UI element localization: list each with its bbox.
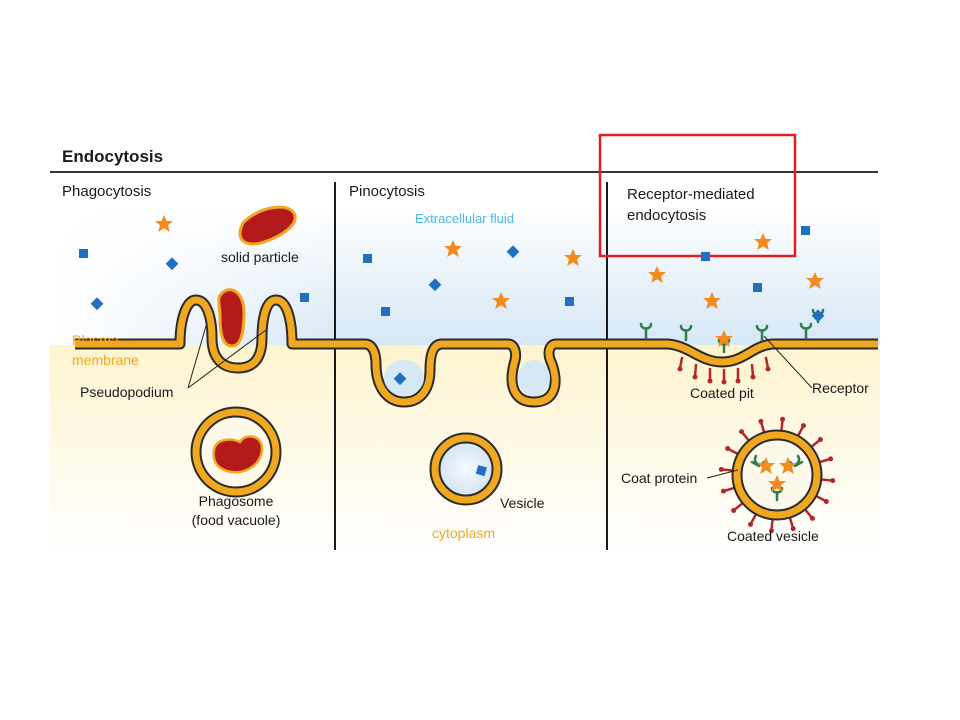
label-receptor: Receptor [812,380,869,396]
label-coat-protein: Coat protein [621,470,697,486]
coat-protein-spike [797,425,805,436]
heading-receptor-mediated-line1: Receptor-mediated [627,186,755,203]
label-plasma-membrane-1: Plasma [72,332,119,348]
solid-particle [238,205,297,246]
coat-protein-spike [733,502,743,512]
coat-protein-head [718,466,724,472]
heading-receptor-mediated-line2: endocytosis [627,207,706,224]
pseudopodium-pointer-2 [187,329,267,389]
coat-protein-pointer [706,469,739,479]
coat-protein-spike [804,509,814,519]
label-vesicle: Vesicle [500,495,545,511]
coat-protein-head [823,498,829,504]
engulfed-particle [217,288,246,348]
coat-protein-spike [759,421,765,433]
coat-protein-head [725,446,731,452]
coat-protein-head [817,437,823,443]
diagram-title: Endocytosis [62,147,163,166]
receptor-mediated-panel: Coated pit Receptor Coat protein Coated … [621,308,869,544]
coat-protein-spike [740,431,750,441]
coat-protein-spike [723,487,735,493]
coat-protein-head [780,416,786,422]
receptor-pointer [763,335,813,389]
coat-protein-head [828,456,834,462]
vesicle-solute-square [475,465,487,477]
label-phagosome-1: Phagosome [199,493,274,509]
coat-protein-head [758,418,764,424]
coat-protein-spike [811,438,821,448]
pit-coat-proteins [678,356,770,383]
membrane-receptors [639,308,825,354]
pinocytosis-panel: Extracellular fluid Vesicle cytoplasm [393,211,545,541]
coat-protein-head [739,429,745,435]
coat-protein-spike [816,495,827,503]
pocket-solute-square [393,372,407,386]
heading-pinocytosis: Pinocytosis [349,183,425,200]
phagosome-particle [212,435,264,474]
pseudopodium-pointer-1 [187,325,207,389]
coat-protein-head [809,515,815,521]
label-plasma-membrane-2: membrane [72,352,139,368]
coat-protein-head [790,526,796,532]
label-solid-particle: solid particle [221,249,299,265]
coat-protein-spike [780,419,784,431]
coat-protein-head [748,521,754,527]
coat-protein-spike [727,447,738,455]
label-coated-pit: Coated pit [690,385,754,401]
coat-protein-spike [749,514,757,525]
coat-protein-head [720,488,726,494]
label-pseudopodium: Pseudopodium [80,384,173,400]
label-cytoplasm: cytoplasm [432,525,495,541]
label-coated-vesicle: Coated vesicle [727,528,819,544]
label-extracellular-fluid: Extracellular fluid [415,211,514,226]
phagocytosis-panel: solid particle Plasma membrane Pseudopod… [72,205,299,528]
label-phagosome-2: (food vacuole) [192,512,281,528]
coat-protein-head [830,478,836,484]
coat-protein-spike [819,457,831,463]
coat-protein-head [800,423,806,429]
coat-protein-head [731,507,737,513]
heading-phagocytosis: Phagocytosis [62,183,151,200]
plasma-membrane [75,294,878,408]
highlight-box [598,133,797,258]
coat-protein-head [768,528,774,534]
coated-vesicle [718,416,836,534]
